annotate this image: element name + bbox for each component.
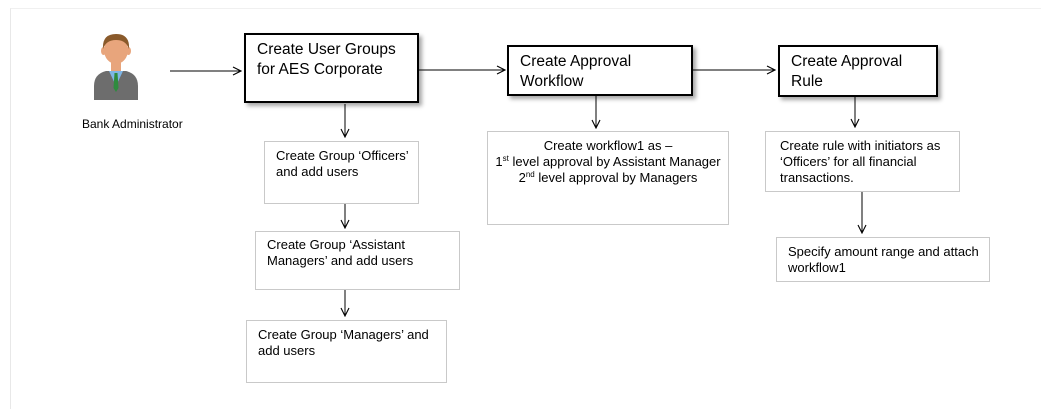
- substep-amount-range: Specify amount range and attach workflow…: [776, 237, 990, 282]
- substep-group-officers: Create Group ‘Officers’ and add users: [264, 141, 419, 204]
- substep-workflow-levels: Create workflow1 as – 1st level approval…: [487, 131, 729, 225]
- person-avatar-icon: [94, 34, 138, 100]
- substep-group-assistant-managers: Create Group ‘Assistant Managers’ and ad…: [255, 231, 460, 290]
- actor-label: Bank Administrator: [82, 117, 183, 131]
- substep-rule-initiators: Create rule with initiators as ‘Officers…: [765, 131, 960, 192]
- step-create-user-groups: Create User Groups for AES Corporate: [244, 33, 419, 103]
- diagram-frame: [10, 8, 1041, 409]
- step-title: Create Approval Rule: [791, 53, 903, 90]
- substep-group-managers: Create Group ‘Managers’ and add users: [246, 320, 447, 383]
- step-create-approval-workflow: Create Approval Workflow: [507, 45, 693, 96]
- step-title: Create Approval Workflow: [520, 53, 632, 90]
- step-create-approval-rule: Create Approval Rule: [778, 45, 938, 97]
- step-title: Create User Groups for AES Corporate: [257, 41, 396, 78]
